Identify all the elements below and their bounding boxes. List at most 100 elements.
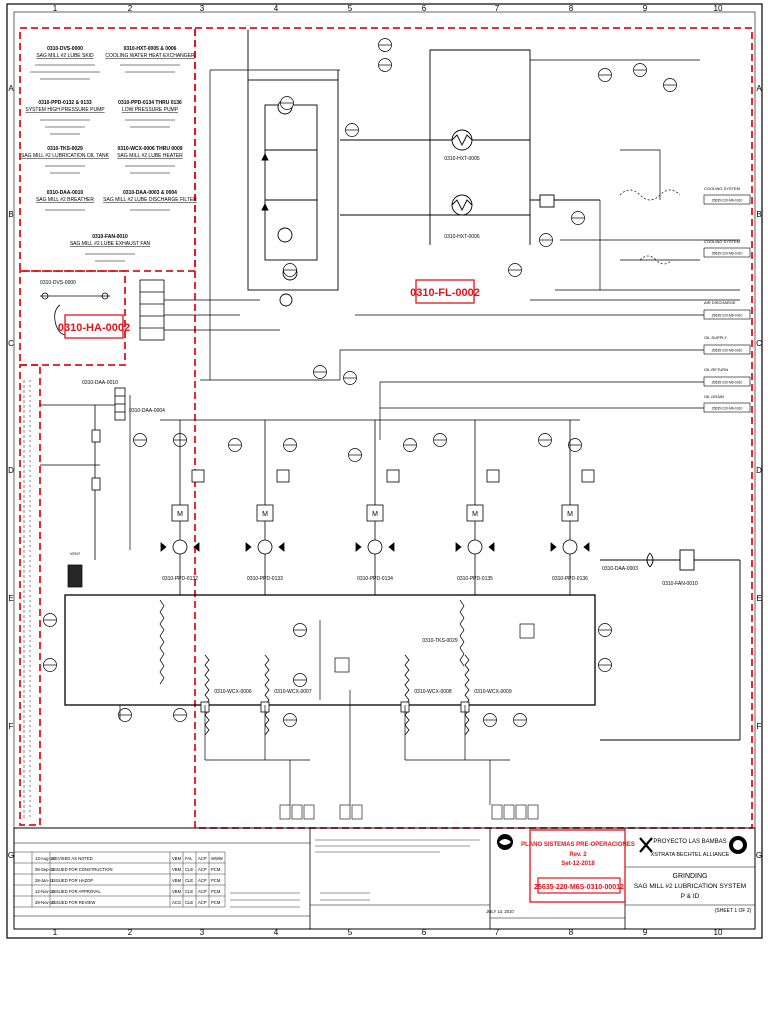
revision-by: VBM <box>172 889 182 894</box>
discipline-title: GRINDING <box>673 873 708 880</box>
offpage-1: COOLING SYSTEM 25635-220-M6-0310 <box>703 186 751 205</box>
vent-label: VENT <box>70 551 81 556</box>
grid-row-left-E: E <box>8 594 13 603</box>
tank-internals <box>67 564 535 700</box>
skid-tag: 0310-DVS-0000 <box>40 280 76 286</box>
legend-desc-3: SYSTEM HIGH PRESSURE PUMP <box>25 107 105 113</box>
filter-left-tag: 0310-DAA-0004 <box>129 408 165 414</box>
grid-col-top-5: 5 <box>348 4 353 13</box>
fan-tag: 0310-FAN-0010 <box>662 581 698 587</box>
revision-checked: CLE <box>185 878 193 883</box>
legend-tag-8: 0310-DAA-0003 & 0004 <box>123 190 177 196</box>
hx-bottom-symbol <box>451 194 473 216</box>
revision-by: VBM <box>172 878 182 883</box>
grid-col-bottom-1: 1 <box>53 928 58 937</box>
heater: 0310-WCX-0006 <box>200 654 252 736</box>
tank-tag: 0310-TKS-0029 <box>422 638 458 644</box>
legend-desc-6: SAG MILL #2 LUBE HEATER <box>117 153 183 159</box>
heater-access-callout-box <box>64 314 124 339</box>
revision-owner: PCM <box>211 878 221 883</box>
heat-exchangers <box>340 49 600 245</box>
grid-col-bottom-4: 4 <box>274 928 279 937</box>
offpage-label-4: OIL SUPPLY <box>704 335 727 340</box>
revision-approved: ACP <box>198 900 207 905</box>
stamp-title: PLANO SISTEMAS PRE-OPERACIONES <box>521 842 635 848</box>
legend-desc-2: COOLING WATER HEAT EXCHANGER <box>105 53 195 59</box>
legend-tag-9: 0310-FAN-0010 <box>92 234 128 240</box>
revision-by: VBM <box>172 867 182 872</box>
revision-description: ISSUED FOR HAZOP <box>52 878 93 883</box>
legend-filler-lines <box>30 64 180 262</box>
grid-row-left-C: C <box>8 339 14 348</box>
heater-tag: 0310-WCX-0008 <box>414 689 451 695</box>
revision-description: REVISED AS NOTED <box>52 856 93 861</box>
heater: 0310-WCX-0008 <box>400 654 452 736</box>
drawing-title: SAG MILL #2 LUBRICATION SYSTEM <box>634 883 746 890</box>
oil-distribution-headers <box>129 69 740 550</box>
pump-tag: 0310-PPD-0133 <box>247 576 283 582</box>
grid-col-bottom-8: 8 <box>569 928 574 937</box>
pump-tag: 0310-PPD-0134 <box>357 576 393 582</box>
grid-col-top-6: 6 <box>422 4 427 13</box>
revision-by: ACG <box>172 900 181 905</box>
revision-cloud-main <box>194 27 753 829</box>
offpage-label-1: COOLING SYSTEM <box>704 186 740 191</box>
revision-date: 12-Nov-10 <box>35 889 55 894</box>
grid-row-right-C: C <box>756 339 762 348</box>
motor-symbol: M <box>472 511 478 518</box>
grid-col-bottom-6: 6 <box>422 928 427 937</box>
stamp-date: Set-12-2018 <box>561 861 595 867</box>
sheet-border <box>6 3 763 939</box>
stamp-number: 25635-220-M6S-0310-00012 <box>534 884 624 891</box>
offpage-ref-3: 25635-220-M6-0310 <box>712 314 743 318</box>
motor-symbol: M <box>567 511 573 518</box>
grid-col-top-8: 8 <box>569 4 574 13</box>
offpage-ref-6: 25635-220-M6-0310 <box>712 407 743 411</box>
bechtel-logo <box>497 834 513 850</box>
grid-col-bottom-2: 2 <box>128 928 133 937</box>
heater-access-callout: 0310-HA-0002 <box>58 322 130 334</box>
revision-by: VBM <box>172 856 182 861</box>
date-cell: JULY 14, 2010 <box>486 909 514 914</box>
legend-tag-7: 0310-DAA-0010 <box>47 190 84 196</box>
filter-right-tag: 0310-DAA-0003 <box>602 566 638 572</box>
hx-top-tag: 0310-HXT-0005 <box>444 156 480 162</box>
breather-assembly <box>40 387 126 560</box>
grid-col-top-2: 2 <box>128 4 133 13</box>
heater-tag: 0310-WCX-0006 <box>214 689 251 695</box>
grid-col-bottom-9: 9 <box>643 928 648 937</box>
revision-date: 28-Jan-11 <box>35 878 54 883</box>
grid-col-bottom-3: 3 <box>200 928 205 937</box>
drawing-type: P & ID <box>681 893 700 900</box>
revision-description: ISSUED FOR APPROVAL <box>52 889 101 894</box>
grid-col-bottom-10: 10 <box>714 928 723 937</box>
grid-col-top-4: 4 <box>274 4 279 13</box>
grid-row-left-F: F <box>9 722 14 731</box>
revision-approved: ACP <box>198 889 207 894</box>
grid-row-left-D: D <box>8 466 14 475</box>
legend-desc-4: LOW PRESSURE PUMP <box>122 107 179 113</box>
legend-desc-7: SAG MILL #2 BREATHER <box>36 197 94 203</box>
pump-tag: 0310-PPD-0135 <box>457 576 493 582</box>
heater-tag: 0310-WCX-0007 <box>274 689 311 695</box>
revision-owner: PCM <box>211 867 221 872</box>
legend-tag-5: 0310-TKS-0029 <box>47 146 83 152</box>
grid-col-top-3: 3 <box>200 4 205 13</box>
offpage-label-2: COOLING SYSTEM <box>704 239 740 244</box>
legend-desc-9: SAG MILL #2 LUBE EXHAUST FAN <box>70 241 151 247</box>
left-notes-strip <box>23 380 31 820</box>
stamp-number-box <box>537 877 621 894</box>
legend-desc-1: SAG MILL #2 LUBE SKID <box>36 53 94 59</box>
revision-date: 08-Sep-11 <box>35 867 55 872</box>
offpage-3: AIR DISCHARGE 25635-220-M6-0310 <box>703 300 751 320</box>
pump: M 0310-PPD-0135 <box>455 420 500 595</box>
grid-row-right-A: A <box>756 84 762 93</box>
pump-tag: 0310-PPD-0132 <box>162 576 198 582</box>
